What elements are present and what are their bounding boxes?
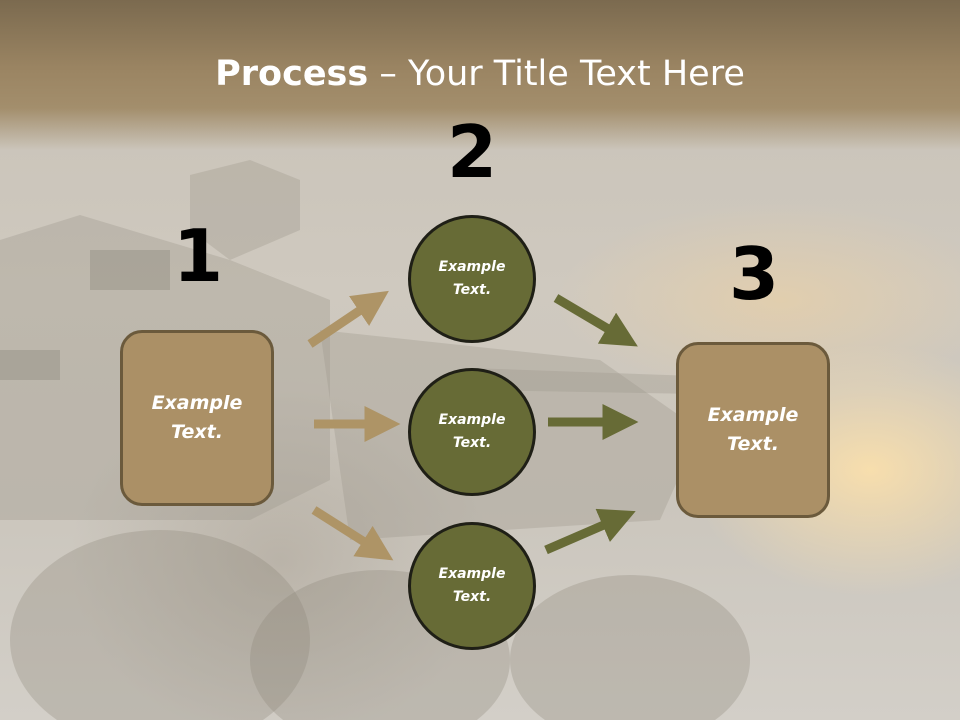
arrow-1-to-2-top bbox=[307, 290, 389, 348]
step-number-3: 3 bbox=[728, 232, 780, 316]
arrow-2-top-to-3 bbox=[553, 294, 638, 347]
step-2-circle-2: Example Text. bbox=[408, 368, 536, 496]
step-2-circle-2-label: Example Text. bbox=[438, 412, 506, 451]
arrow-2-bottom-to-3 bbox=[544, 508, 636, 555]
step-2-circle-3: Example Text. bbox=[408, 522, 536, 650]
step-3-box: Example Text. bbox=[676, 342, 830, 518]
step-2-circle-1: Example Text. bbox=[408, 215, 536, 343]
step-3-label: Example Text. bbox=[707, 404, 799, 455]
step-2-circle-1-label: Example Text. bbox=[438, 259, 506, 298]
step-1-box: Example Text. bbox=[120, 330, 274, 506]
step-1-label: Example Text. bbox=[151, 392, 243, 443]
step-number-1: 1 bbox=[172, 214, 224, 298]
title-rest: – Your Title Text Here bbox=[368, 54, 745, 94]
title-band bbox=[0, 0, 960, 150]
title-bold: Process bbox=[215, 54, 369, 94]
slide-title: Process – Your Title Text Here bbox=[0, 52, 960, 96]
step-2-circle-3-label: Example Text. bbox=[438, 566, 506, 605]
step-number-2: 2 bbox=[446, 110, 498, 194]
arrow-1-to-2-bottom bbox=[311, 506, 394, 561]
